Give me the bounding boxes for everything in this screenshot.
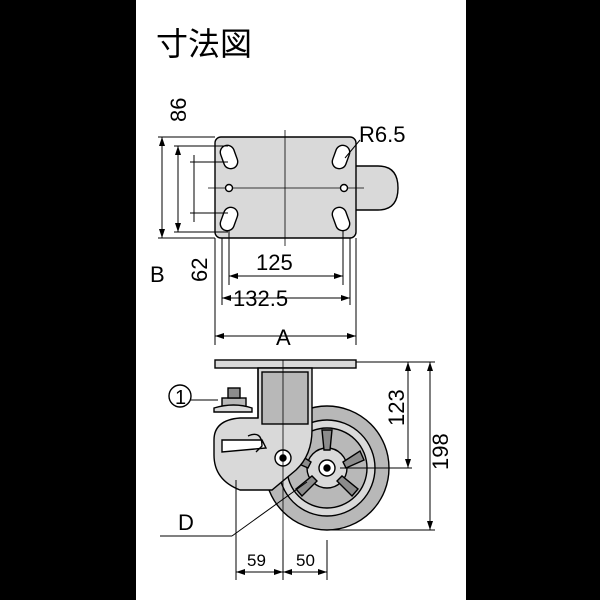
side-arrowheads <box>236 362 433 575</box>
item-1-marker <box>168 384 192 408</box>
caster-side-view <box>213 359 390 580</box>
mounting-slots <box>219 144 351 232</box>
dim-125: 125 <box>256 250 293 275</box>
dim-198: 198 <box>428 433 453 470</box>
dim-86: 86 <box>166 98 191 122</box>
top-plate-view <box>208 130 399 246</box>
axle-housing <box>351 165 399 211</box>
label-a: A <box>276 325 291 350</box>
side-plate <box>214 359 357 369</box>
top-arrowheads <box>159 137 356 339</box>
dim-59: 59 <box>247 551 266 570</box>
dim-62: 62 <box>187 258 212 282</box>
label-d: D <box>178 510 194 535</box>
drawing-title: 寸法図 <box>156 26 252 62</box>
label-r65: R6.5 <box>359 122 405 147</box>
label-b: B <box>150 262 165 287</box>
top-plate <box>214 136 357 239</box>
top-dimensions <box>158 136 361 345</box>
dim-132-5: 132.5 <box>233 286 288 311</box>
dim-123: 123 <box>384 389 409 426</box>
dim-50: 50 <box>296 551 315 570</box>
item-1-label: 1 <box>175 387 186 409</box>
